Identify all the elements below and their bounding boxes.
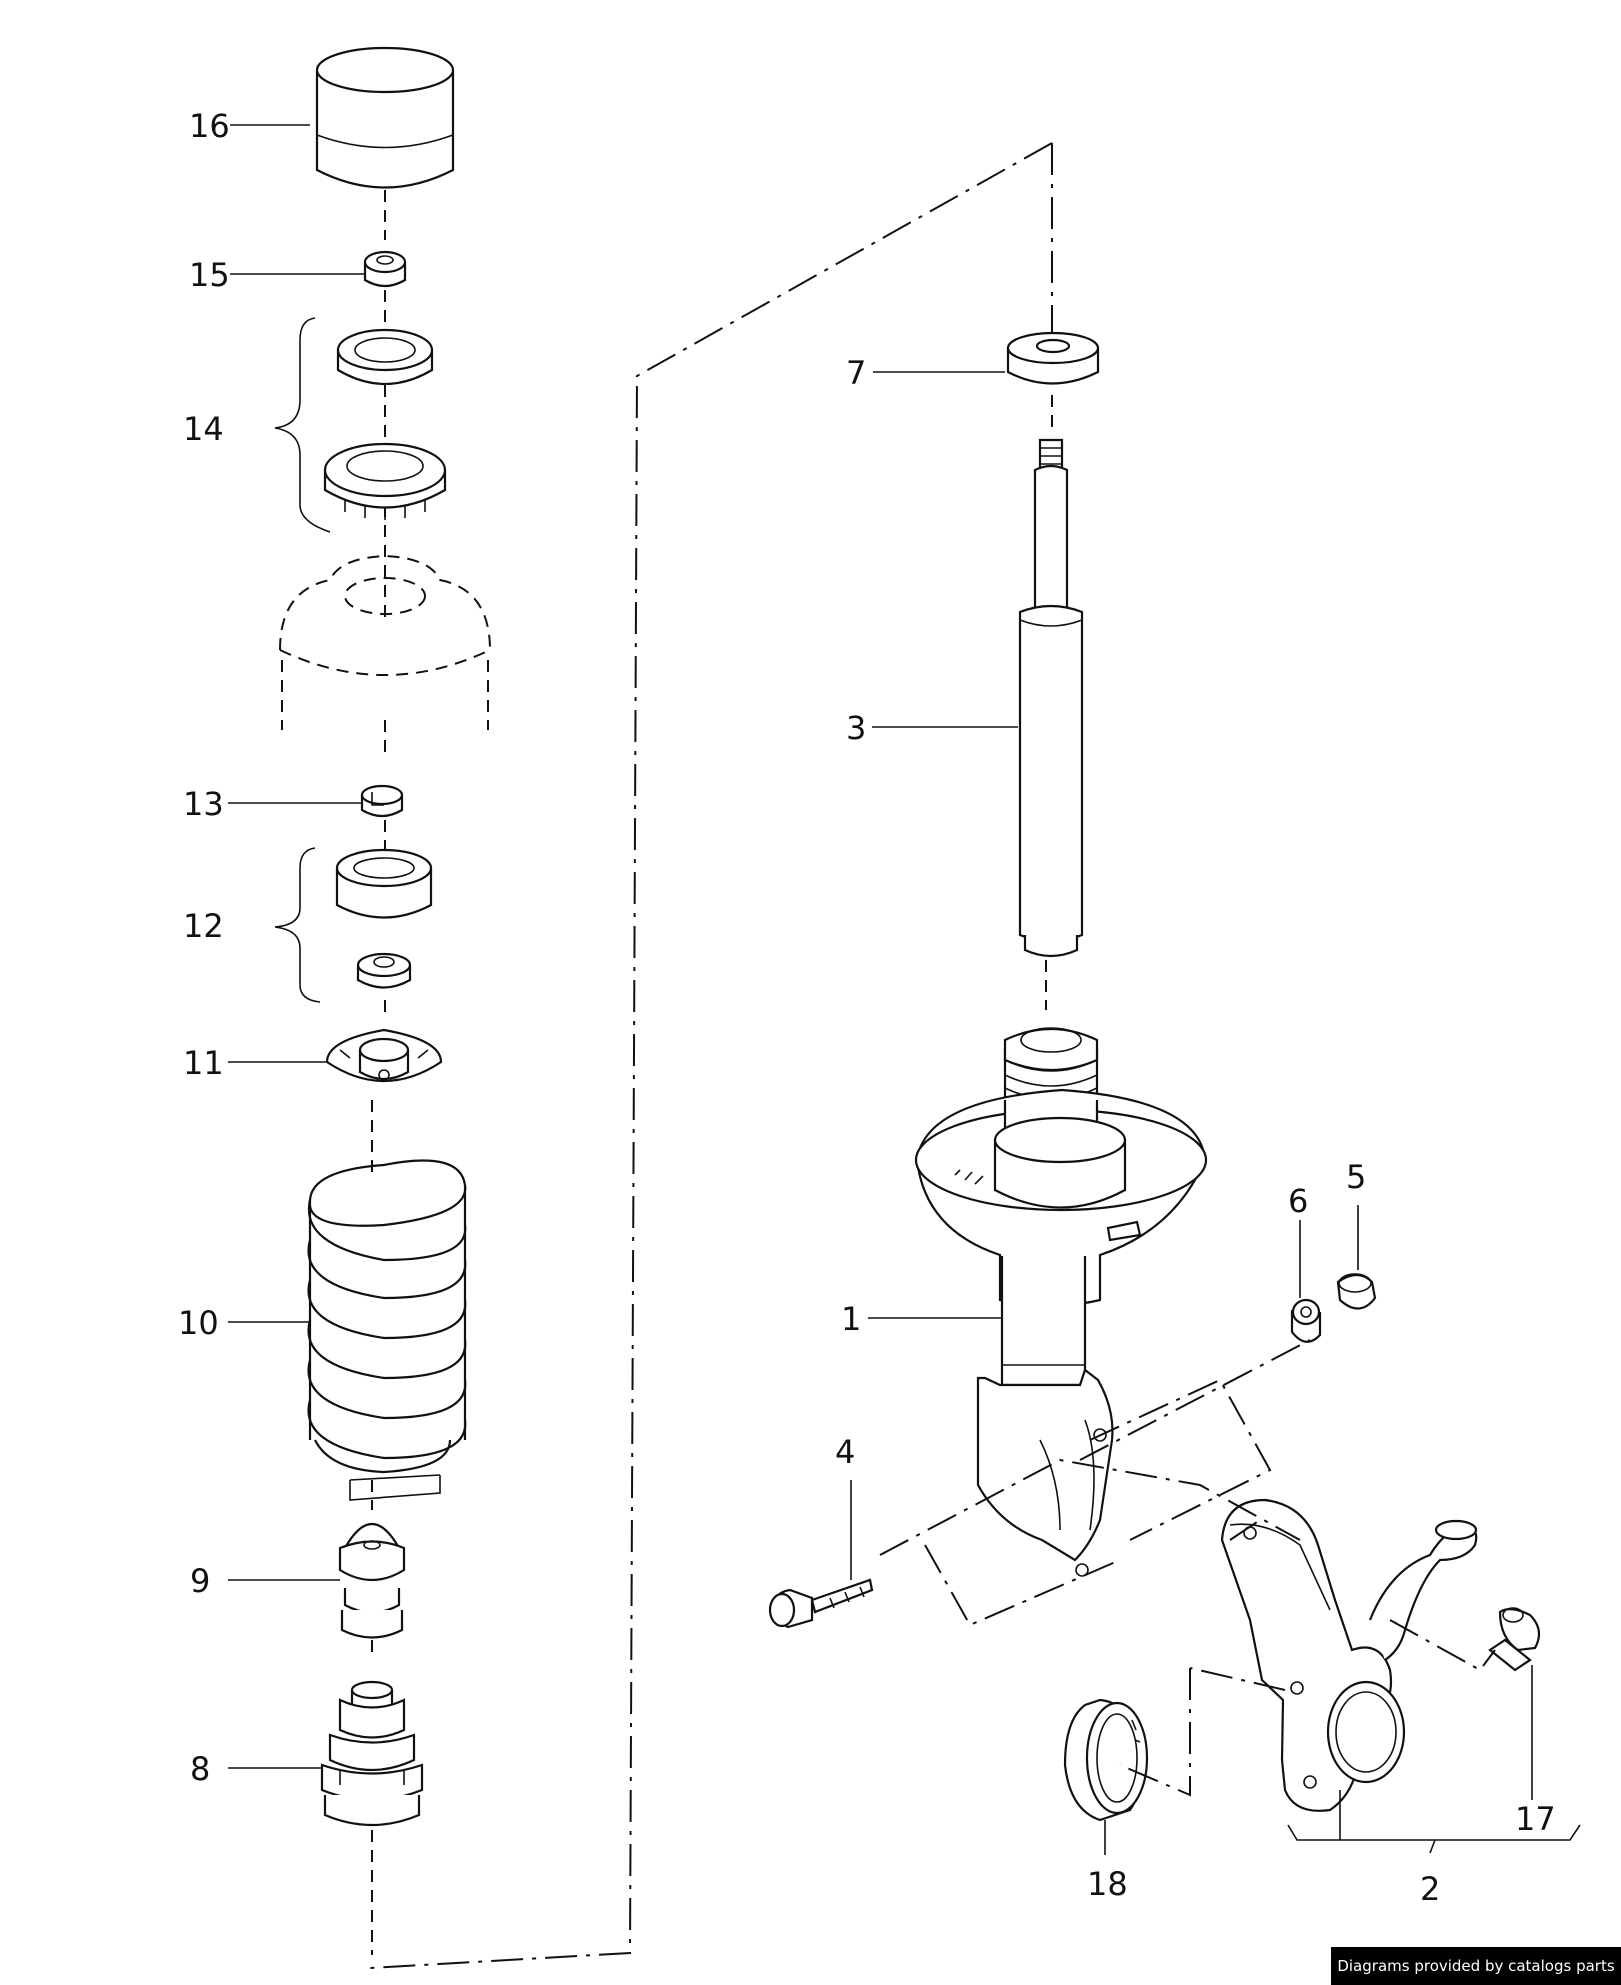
callout-8: 8 <box>190 1750 210 1788</box>
part-6-washer <box>1290 1298 1322 1343</box>
callout-1: 1 <box>841 1300 861 1338</box>
part-4-bolt <box>768 1578 874 1629</box>
callout-4: 4 <box>835 1433 855 1471</box>
callout-14: 14 <box>183 410 224 448</box>
part-11-spring-seat <box>325 1028 443 1083</box>
leader-lines <box>228 124 1533 1855</box>
brace-12 <box>274 847 321 1003</box>
part-1-strut <box>914 1027 1208 1577</box>
callout-9: 9 <box>190 1562 210 1600</box>
part-14-bearing <box>323 328 447 520</box>
part-15-nut <box>363 250 407 288</box>
callout-10: 10 <box>178 1304 219 1342</box>
part-10-coil-spring <box>307 1159 467 1501</box>
callout-17: 17 <box>1515 1800 1556 1838</box>
callout-16: 16 <box>189 107 230 145</box>
part-18-ring <box>1063 1698 1149 1822</box>
assembly-boundary <box>369 142 1053 1969</box>
callout-2: 2 <box>1420 1870 1440 1908</box>
callout-13: 13 <box>183 785 224 823</box>
part-8-boot <box>320 1680 424 1827</box>
bracket-2-tick <box>1339 1790 1436 1854</box>
callout-3: 3 <box>846 709 866 747</box>
part-12-bump-stop <box>335 848 433 989</box>
part-3-shock-absorber <box>1018 438 1084 958</box>
callout-11: 11 <box>183 1044 224 1082</box>
ghost-dome <box>279 554 491 730</box>
credit-badge: Diagrams provided by catalogs parts <box>1331 1947 1621 1985</box>
callout-5: 5 <box>1346 1158 1366 1196</box>
part-9-buffer <box>338 1522 406 1639</box>
callout-18: 18 <box>1087 1865 1128 1903</box>
part-17-bolt <box>1488 1607 1541 1672</box>
callout-15: 15 <box>189 256 230 294</box>
part-7-washer <box>1006 331 1100 385</box>
part-2-steering-knuckle <box>1220 1498 1478 1812</box>
strut-bracket-line <box>924 1378 1272 1627</box>
callout-7: 7 <box>846 354 866 392</box>
brace-14 <box>274 317 331 533</box>
part-13-sleeve <box>360 784 404 818</box>
bolt-axis <box>879 1339 1311 1556</box>
bracket-2 <box>1287 1824 1581 1841</box>
left-axis <box>371 170 386 1955</box>
part-16-cap <box>315 46 455 189</box>
callout-12: 12 <box>183 907 224 945</box>
part-5-nut <box>1336 1273 1377 1310</box>
callout-6: 6 <box>1288 1182 1308 1220</box>
knuckle-lines <box>1119 1619 1496 1797</box>
